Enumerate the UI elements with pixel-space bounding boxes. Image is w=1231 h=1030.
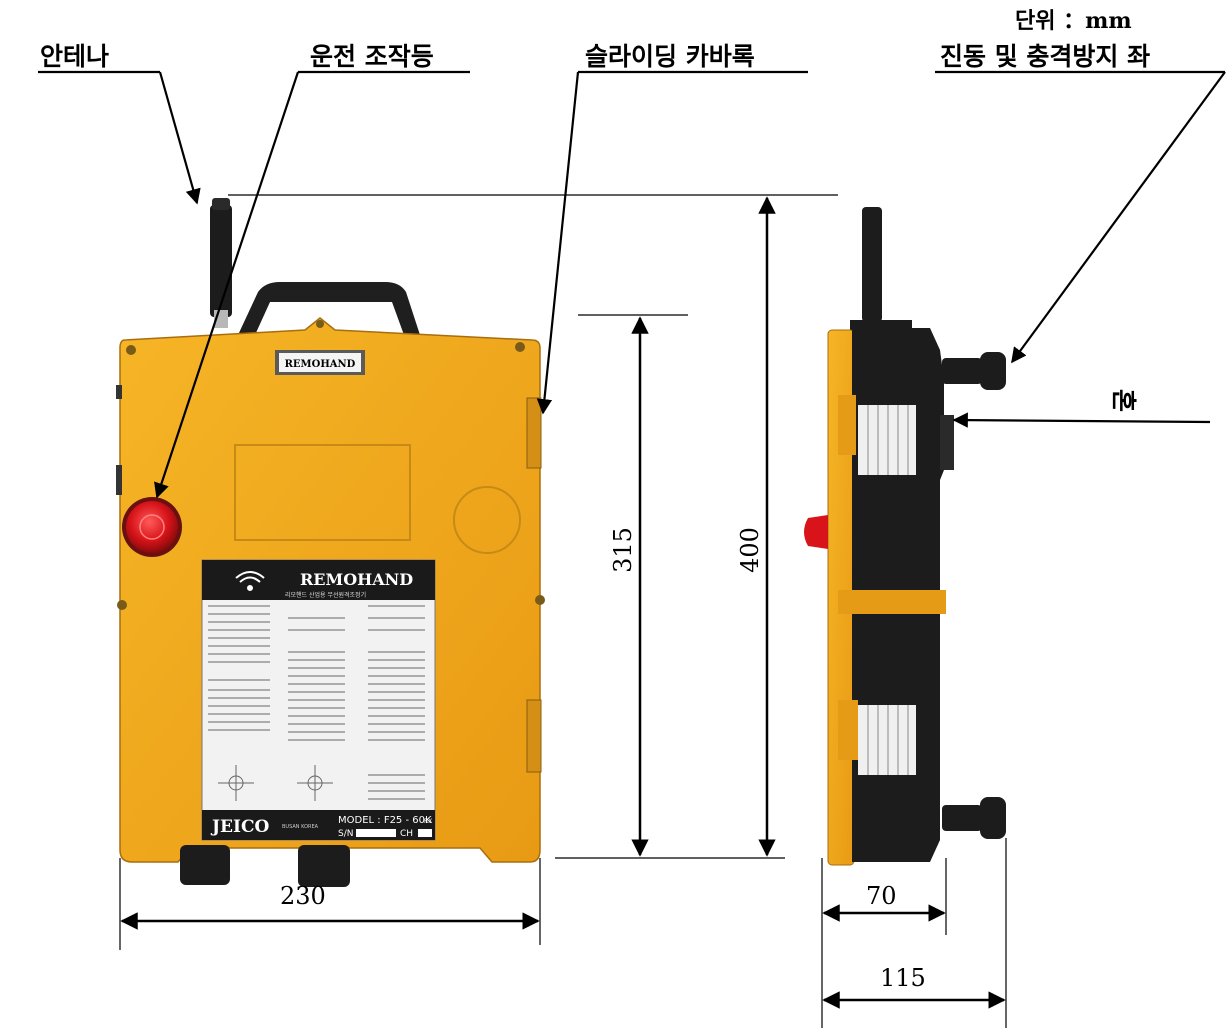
- anti-vibration-mounts: [942, 352, 1006, 839]
- dimension-lines: [119, 194, 1007, 1028]
- recess-window: [234, 444, 411, 541]
- panel-brand: REMOHAND: [300, 570, 413, 589]
- unit-label: 단위 ：mm: [1015, 8, 1132, 34]
- wiring-diagram: [208, 605, 425, 801]
- maker-name: JEICO: [210, 817, 269, 837]
- round-cover: [453, 486, 521, 554]
- wifi-logo-icon: [235, 571, 265, 591]
- dim-315-text: 315: [608, 527, 637, 573]
- sliding-cover-lock-top: [526, 397, 542, 469]
- side-lamp: [804, 515, 828, 549]
- serial-label: S/N: [338, 829, 353, 839]
- front-view: REMOHAND REMOHAND 리모핸드 산업용 무선원격조정기: [116, 198, 545, 887]
- horn: [940, 415, 954, 470]
- leader-lines: [38, 70, 1226, 499]
- top-badge-text: REMOHAND: [285, 359, 356, 370]
- cable-glands: [180, 845, 350, 887]
- dim-400-text: 400: [735, 527, 764, 573]
- dim-230-text: 230: [280, 882, 326, 910]
- label-antenna: 안테나: [40, 42, 110, 71]
- dim-70-text: 70: [866, 882, 897, 910]
- carry-handle: [238, 282, 420, 335]
- side-view: [804, 207, 1006, 866]
- antenna: [210, 198, 232, 328]
- channel-label: CH: [400, 829, 413, 839]
- maker-location: BUSAN KOREA: [282, 824, 319, 830]
- sliding-cover-lock-bottom: [526, 699, 542, 773]
- model-text: MODEL : F25 - 60K: [338, 815, 432, 826]
- label-operation-lamp: 운전 조작등: [310, 42, 434, 71]
- label-sliding-cover-lock: 슬라이딩 카바록: [585, 42, 755, 71]
- label-horn: 혼: [1109, 388, 1139, 413]
- model-suffix: RX: [424, 818, 432, 825]
- label-panel: REMOHAND 리모핸드 산업용 무선원격조정기 JEICO: [201, 559, 436, 841]
- label-anti-vibration: 진동 및 충격방지 좌: [940, 42, 1151, 71]
- dim-115-text: 115: [880, 964, 926, 992]
- side-antenna: [862, 207, 882, 322]
- operation-lamp: [122, 497, 182, 557]
- panel-subtitle: 리모핸드 산업용 무선원격조정기: [285, 591, 366, 599]
